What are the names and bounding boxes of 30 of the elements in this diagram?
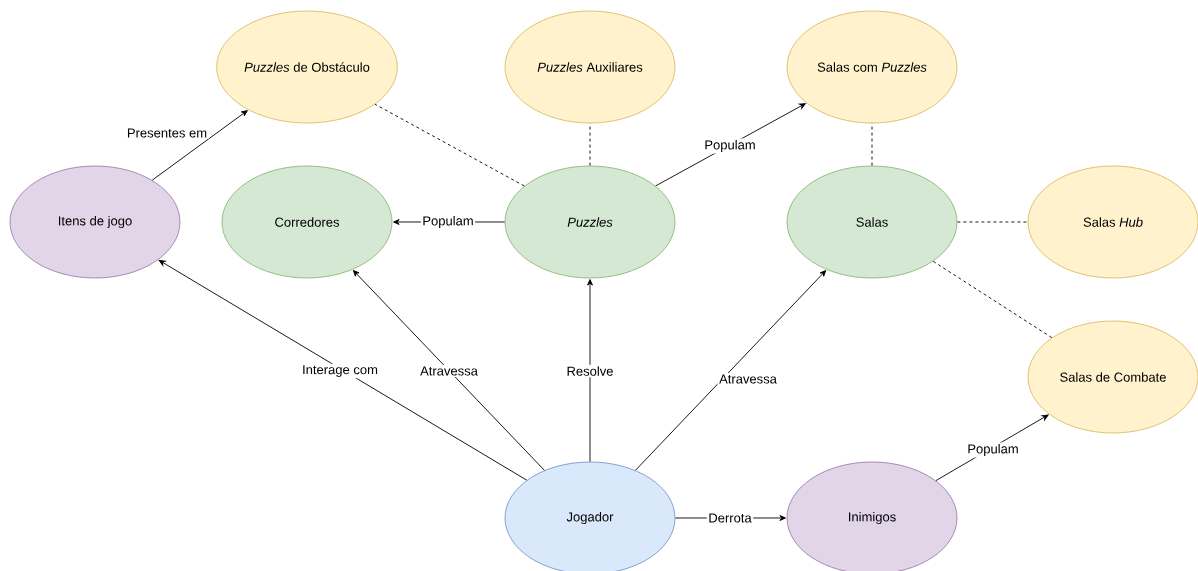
edge-label: Resolve [565,364,615,378]
dashed-line [932,260,1053,339]
arrow [158,259,528,481]
arrow [587,279,593,463]
dashed-line [589,122,591,167]
edge-label: Derrota [706,511,754,525]
dashed-line [374,103,525,187]
edge-label: Presentes em [125,126,209,140]
dashed-line [956,221,1029,223]
ellipse-node: Puzzles [504,165,676,279]
ellipse-node: Salas de Combate [1027,320,1198,434]
arrow [352,270,545,471]
edge-label: Populam [702,138,758,154]
edge-label: Interage com [300,363,380,379]
ellipse-node: Inimigos [786,461,958,571]
edge-label: Populam [965,442,1021,458]
ellipse-node: Salas [786,165,958,279]
ellipse-node: Puzzles de Obstáculo [216,10,398,124]
ellipse-node: Salas Hub [1027,165,1198,279]
ellipse-node: Itens de jogo [9,165,181,279]
edge-label: Populam [420,214,476,230]
ellipse-node: Salas com Puzzles [786,10,958,124]
ellipse-node: Corredores [221,165,393,279]
arrow [151,110,248,181]
edge-label: Atravessa [418,364,480,378]
ellipse-node: Puzzles Auxiliares [504,10,676,124]
dashed-line [871,122,873,167]
edge-label: Atravessa [717,372,779,386]
arrow [635,270,827,471]
ellipse-node: Jogador [504,461,676,571]
